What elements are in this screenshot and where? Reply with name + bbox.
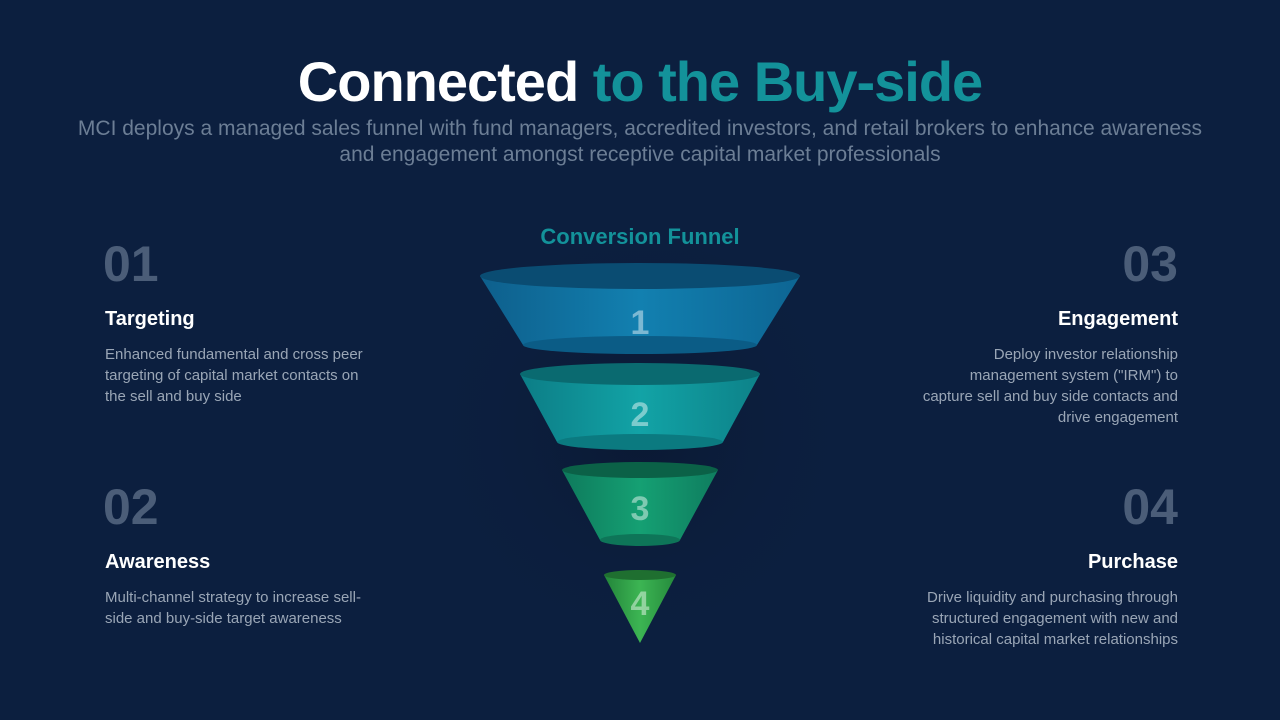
funnel-label-3: 3 bbox=[631, 490, 650, 528]
funnel-label-4: 4 bbox=[631, 585, 650, 623]
funnel-title: Conversion Funnel bbox=[540, 224, 740, 249]
funnel-label-2: 2 bbox=[631, 396, 650, 434]
title-part-1: Connected bbox=[297, 50, 579, 113]
step-number-01: 01 bbox=[103, 236, 159, 292]
step-text-targeting: Enhanced fundamental and cross peer targ… bbox=[105, 346, 363, 405]
step-text-purchase: Drive liquidity and purchasing through s… bbox=[927, 589, 1178, 648]
step-number-02: 02 bbox=[103, 479, 159, 535]
step-number-04: 04 bbox=[1122, 479, 1178, 535]
step-text-engagement: Deploy investor relationship management … bbox=[922, 346, 1178, 426]
funnel-level-1: 1 bbox=[480, 263, 800, 354]
step-text-awareness: Multi-channel strategy to increase sell-… bbox=[105, 589, 361, 627]
step-title-awareness: Awareness bbox=[105, 551, 211, 573]
funnel-glow bbox=[440, 250, 840, 660]
slide-subtitle: MCI deploys a managed sales funnel with … bbox=[77, 117, 1203, 166]
step-number-03: 03 bbox=[1122, 236, 1178, 292]
funnel-label-1: 1 bbox=[631, 304, 650, 342]
step-title-purchase: Purchase bbox=[1087, 551, 1178, 573]
funnel-level-4: 4 bbox=[604, 570, 676, 643]
step-title-engagement: Engagement bbox=[1057, 308, 1178, 330]
step-title-targeting: Targeting bbox=[105, 308, 195, 330]
conversion-funnel: 1 2 3 4 bbox=[440, 250, 840, 660]
funnel-level-2: 2 bbox=[520, 363, 760, 450]
slide-title: Connected to the Buy-side bbox=[0, 50, 1280, 114]
funnel-level-3: 3 bbox=[562, 462, 718, 546]
title-part-2: to the Buy-side bbox=[592, 50, 983, 113]
